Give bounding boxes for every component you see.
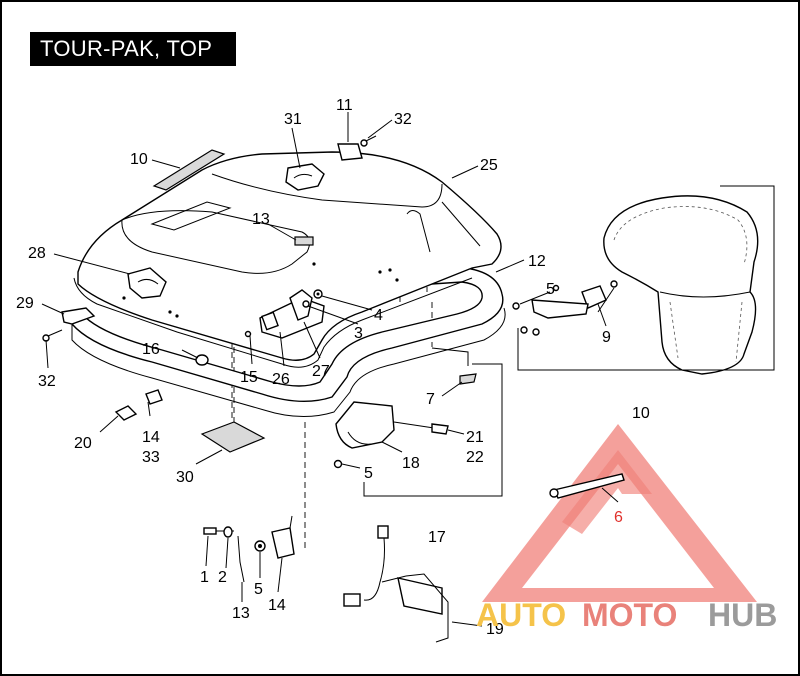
callout-16: 14	[142, 429, 160, 446]
callout-17: 15	[240, 369, 258, 386]
lock-cylinder	[145, 389, 163, 405]
callout-26: 26	[272, 371, 290, 388]
callout-12: 12	[528, 253, 546, 270]
callouts: 10 11 31 32 25 13 28 29 32 12 5 4 3 27 2…	[16, 97, 650, 638]
callout-21: 19	[486, 621, 504, 638]
callout-31: 31	[284, 111, 302, 128]
callout-8: 9	[602, 329, 611, 346]
callout-4: 4	[374, 307, 383, 324]
watermark-hub: HUB	[708, 597, 777, 633]
callout-22: 20	[74, 435, 92, 452]
callout-30: 30	[176, 469, 194, 486]
mount-hardware	[203, 515, 295, 583]
screw	[360, 139, 368, 147]
latch-mechanism	[244, 289, 325, 339]
pad	[459, 373, 477, 385]
callout-24: 22	[466, 449, 484, 466]
callout-2: 2	[218, 569, 227, 586]
wiring-harness	[343, 525, 449, 643]
callout-27: 27	[312, 363, 330, 380]
label-decal	[294, 236, 314, 246]
callout-32-left: 32	[38, 373, 56, 390]
callout-3: 3	[354, 325, 363, 342]
callout-6: 6	[614, 509, 623, 526]
o-ring	[195, 354, 209, 366]
leader-lines	[41, 112, 619, 627]
backrest-pad	[603, 195, 759, 375]
watermark-text: AUTO MOTO HUB	[476, 597, 777, 633]
mat	[200, 421, 266, 453]
watermark-auto: AUTO	[476, 597, 566, 633]
hinge-bracket	[61, 307, 96, 325]
callout-14: 13	[232, 605, 250, 622]
tour-pak-lid	[73, 151, 502, 368]
callout-20: 18	[402, 455, 420, 472]
callout-33: 33	[142, 449, 160, 466]
callout-1: 1	[200, 569, 209, 586]
callout-18: 16	[142, 341, 160, 358]
watermark-moto: MOTO	[582, 597, 677, 633]
backrest-mount-hardware	[512, 280, 618, 336]
diagram-title: TOUR-PAK, TOP	[30, 32, 236, 66]
callout-19: 17	[428, 529, 446, 546]
callout-15: 14	[268, 597, 286, 614]
callout-28: 28	[28, 245, 46, 262]
callout-25: 25	[480, 157, 498, 174]
callout-9: 10	[632, 405, 650, 422]
hinge	[337, 143, 363, 161]
emblem-plate	[152, 149, 226, 191]
callout-7: 7	[426, 391, 435, 408]
top-latch	[285, 163, 325, 191]
callout-10: 10	[130, 151, 148, 168]
callout-5-mid: 5	[364, 465, 373, 482]
callout-5-right: 5	[546, 281, 555, 298]
callout-23: 21	[466, 429, 484, 446]
light-housing-bracket	[333, 401, 449, 469]
callout-13: 13	[252, 211, 270, 228]
callout-5-low: 5	[254, 581, 263, 598]
callout-32-top: 32	[394, 111, 412, 128]
key	[114, 405, 138, 421]
lid-latch	[127, 267, 167, 299]
callout-29: 29	[16, 295, 34, 312]
callout-11: 11	[336, 97, 353, 114]
